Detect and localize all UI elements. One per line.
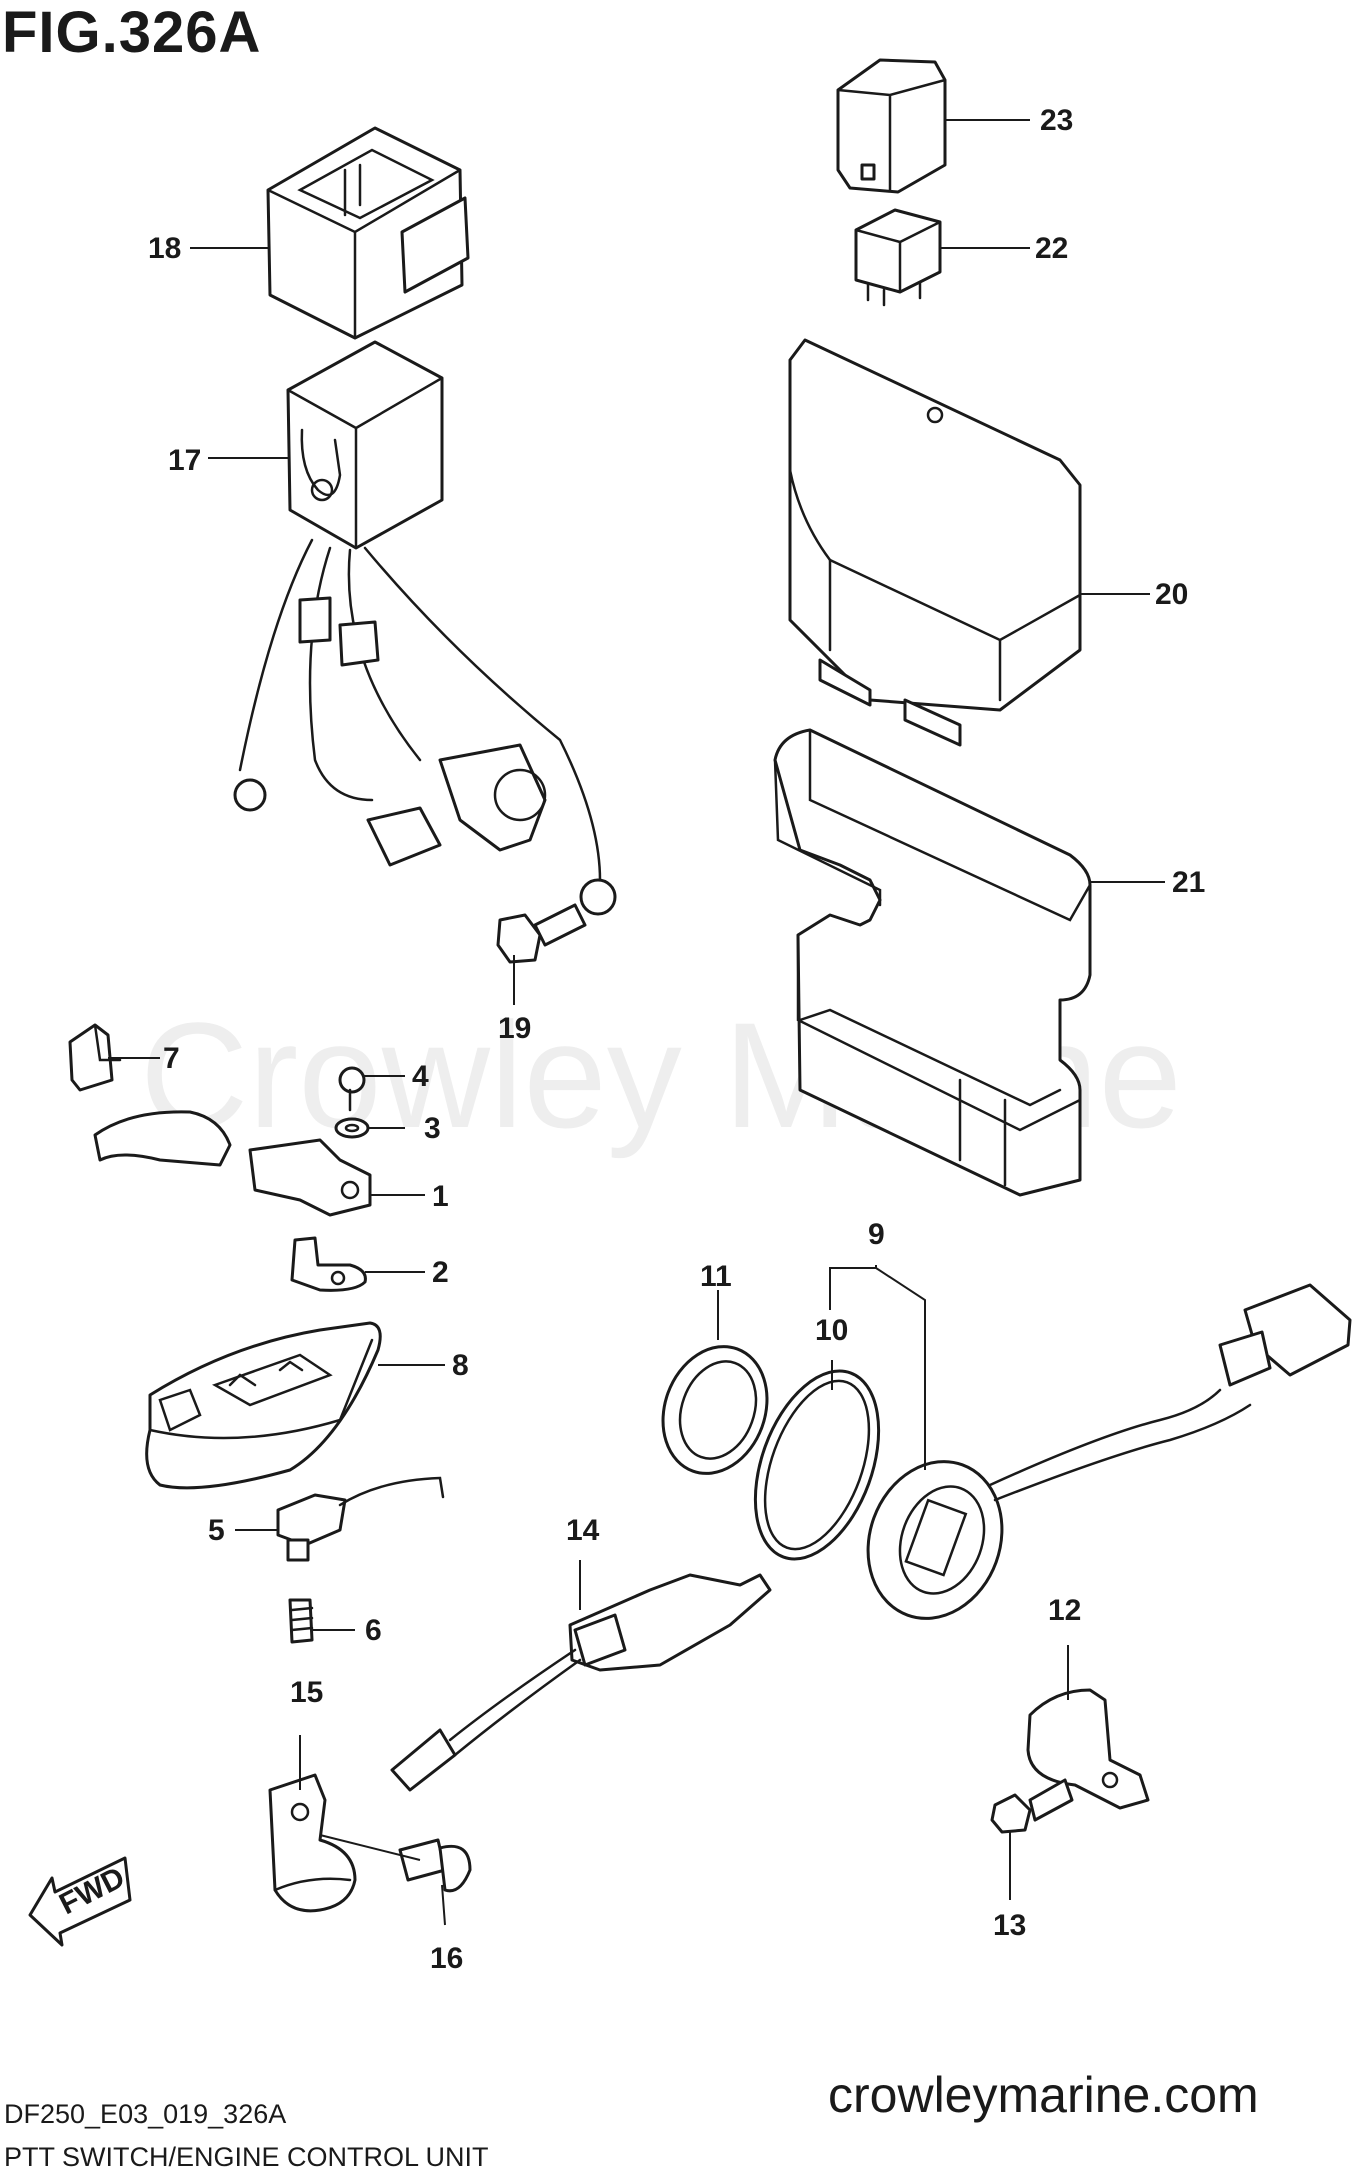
fwd-arrow-icon: FWD — [28, 1856, 132, 1947]
part-6-screw — [288, 1598, 314, 1644]
callout-23: 23 — [1040, 104, 1073, 137]
callout-13: 13 — [993, 1909, 1026, 1942]
part-15-clip — [268, 1773, 357, 1913]
part-18-cover — [266, 126, 470, 340]
leader-lines — [108, 119, 1165, 1926]
callout-7: 7 — [163, 1042, 180, 1075]
callout-3: 3 — [424, 1112, 441, 1145]
figure-title: FIG.326A — [2, 0, 262, 65]
part-12-clamp — [1026, 1688, 1150, 1810]
part-1-ptt-switch — [93, 1110, 372, 1217]
callout-16: 16 — [430, 1942, 463, 1975]
part-17-relay-harness — [233, 340, 617, 916]
part-23-relay-cover — [836, 58, 947, 194]
callout-21: 21 — [1172, 866, 1205, 899]
part-10-o-ring — [753, 1369, 881, 1561]
part-7-clamp — [68, 1023, 122, 1092]
part-9-trim-switch-harness — [866, 1283, 1352, 1620]
part-2-pin — [290, 1236, 367, 1292]
callout-1: 1 — [432, 1180, 449, 1213]
part-3-washer — [334, 1117, 370, 1139]
website-link[interactable]: crowleymarine.com — [828, 2067, 1259, 2123]
callout-5: 5 — [208, 1514, 225, 1547]
part-4-screw — [338, 1066, 366, 1112]
part-21-ecu-case — [773, 728, 1092, 1197]
part-8-bracket — [145, 1321, 382, 1490]
callout-18: 18 — [148, 232, 181, 265]
callout-12: 12 — [1048, 1594, 1081, 1627]
part-22-relay — [854, 208, 942, 307]
callout-10: 10 — [815, 1314, 848, 1347]
drawing-code: DF250_E03_019_326A — [4, 2099, 287, 2129]
callout-9: 9 — [868, 1218, 885, 1251]
part-13-bolt — [990, 1778, 1074, 1834]
callout-14: 14 — [566, 1514, 600, 1547]
callout-4: 4 — [412, 1060, 429, 1093]
callout-11: 11 — [700, 1260, 732, 1293]
callout-6: 6 — [365, 1614, 382, 1647]
callout-17: 17 — [168, 444, 201, 477]
callout-labels: 23 22 18 17 19 20 21 7 4 3 1 2 8 5 6 9 1… — [148, 104, 1205, 1975]
part-11-packing — [661, 1345, 769, 1475]
part-19-bolt — [496, 903, 587, 964]
part-16-screw — [398, 1838, 472, 1893]
part-20-engine-control-unit — [788, 338, 1082, 747]
part-5-switch — [276, 1476, 445, 1562]
callout-8: 8 — [452, 1349, 469, 1382]
callout-2: 2 — [432, 1256, 449, 1289]
part-14-switch-harness — [390, 1573, 772, 1792]
callout-19: 19 — [498, 1012, 531, 1045]
figure-caption: PTT SWITCH/ENGINE CONTROL UNIT — [4, 2142, 489, 2172]
callout-22: 22 — [1035, 232, 1068, 265]
callout-20: 20 — [1155, 578, 1188, 611]
callout-15: 15 — [290, 1676, 323, 1709]
